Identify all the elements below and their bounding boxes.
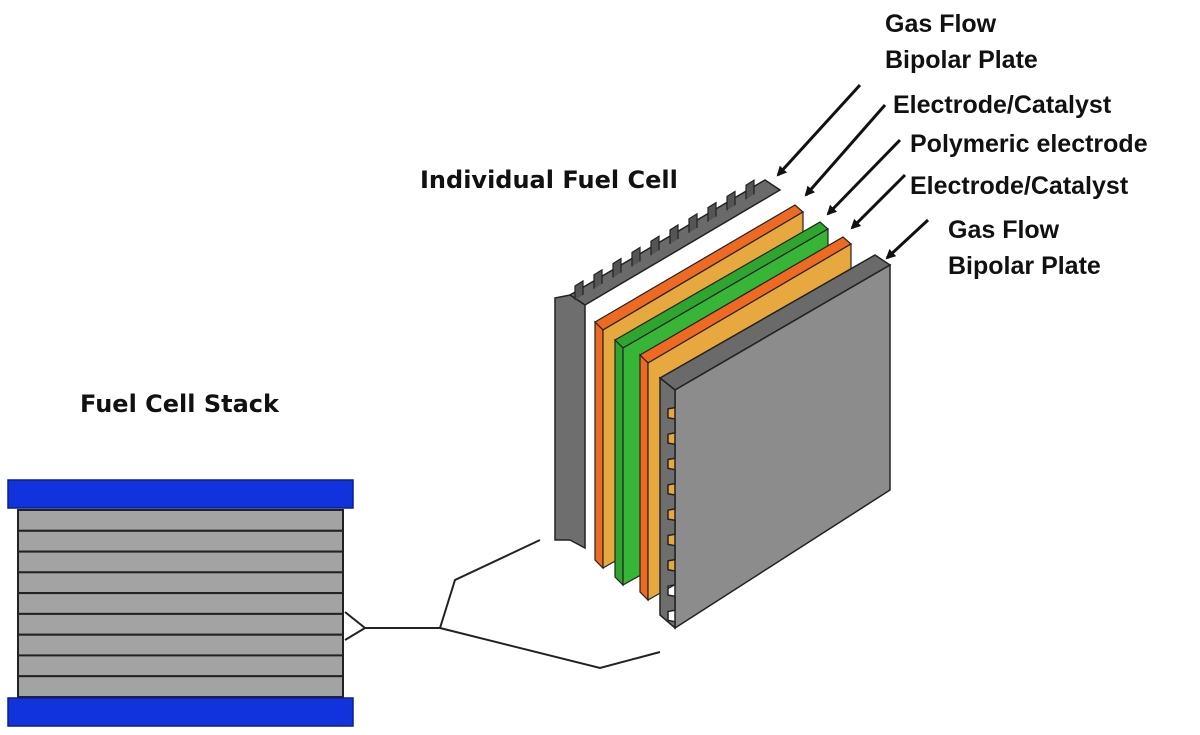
- stack-cell: [17, 675, 344, 699]
- stack-cell: [17, 654, 344, 678]
- channel-rib: [612, 257, 622, 278]
- back-plate-ribs: [574, 179, 755, 300]
- stack-cell: [17, 509, 344, 532]
- stack-cell: [17, 550, 344, 574]
- label-electrode-catalyst-bottom: Electrode/Catalyst: [910, 172, 1129, 200]
- label-gas-flow-bottom-line2: Bipolar Plate: [948, 252, 1101, 280]
- membrane-side: [614, 338, 624, 587]
- stack-cell: [17, 612, 344, 636]
- stack-cell: [17, 633, 344, 657]
- channel-rib: [650, 235, 660, 256]
- label-gas-flow-top-line1: Gas Flow: [885, 10, 997, 38]
- layer-labels: Gas Flow Bipolar Plate Electrode/Catalys…: [776, 10, 1148, 280]
- callout-lower-line: [439, 627, 661, 670]
- channel-rib: [726, 190, 736, 211]
- stack-cell: [17, 571, 344, 595]
- channel-rib: [707, 201, 717, 222]
- stack-title: Fuel Cell Stack: [80, 390, 280, 418]
- label-gas-flow-bottom-line1: Gas Flow: [948, 216, 1060, 244]
- callout-lines: [344, 539, 661, 670]
- front-catalyst-side: [639, 353, 649, 602]
- label-electrode-catalyst-top: Electrode/Catalyst: [893, 91, 1112, 119]
- callout-upper-line: [439, 539, 541, 629]
- back-catalyst-side: [594, 320, 604, 570]
- channel-rib: [688, 212, 698, 233]
- bottom-end-plate: [7, 697, 354, 727]
- fuel-cell-stack: [7, 479, 354, 727]
- front-bipolar-plate: [658, 254, 892, 630]
- arrow-electrode-catalyst-bottom: [850, 173, 907, 230]
- channel-rib: [593, 268, 603, 289]
- label-gas-flow-top-line2: Bipolar Plate: [885, 46, 1038, 74]
- channel-rib: [631, 246, 641, 267]
- arrow-electrode-catalyst-top: [804, 104, 887, 197]
- channel-rib: [745, 179, 755, 200]
- individual-fuel-cell: [554, 179, 892, 630]
- cell-title: Individual Fuel Cell: [420, 166, 678, 194]
- front-plate-edge: [659, 376, 676, 630]
- stack-cells: [17, 509, 344, 699]
- arrow-gas-flow-bottom: [885, 218, 930, 260]
- channel-rib: [574, 279, 584, 300]
- back-bipolar-plate: [554, 179, 782, 550]
- stack-cell: [17, 529, 344, 553]
- back-plate-side: [554, 294, 586, 550]
- stack-cell: [17, 592, 344, 615]
- channel-rib: [669, 223, 679, 244]
- top-end-plate: [7, 479, 354, 509]
- arrow-gas-flow-top: [776, 83, 862, 177]
- label-polymeric-electrode: Polymeric electrode: [910, 130, 1148, 158]
- callout-bracket: [344, 611, 367, 641]
- arrow-polymeric-electrode: [826, 138, 902, 216]
